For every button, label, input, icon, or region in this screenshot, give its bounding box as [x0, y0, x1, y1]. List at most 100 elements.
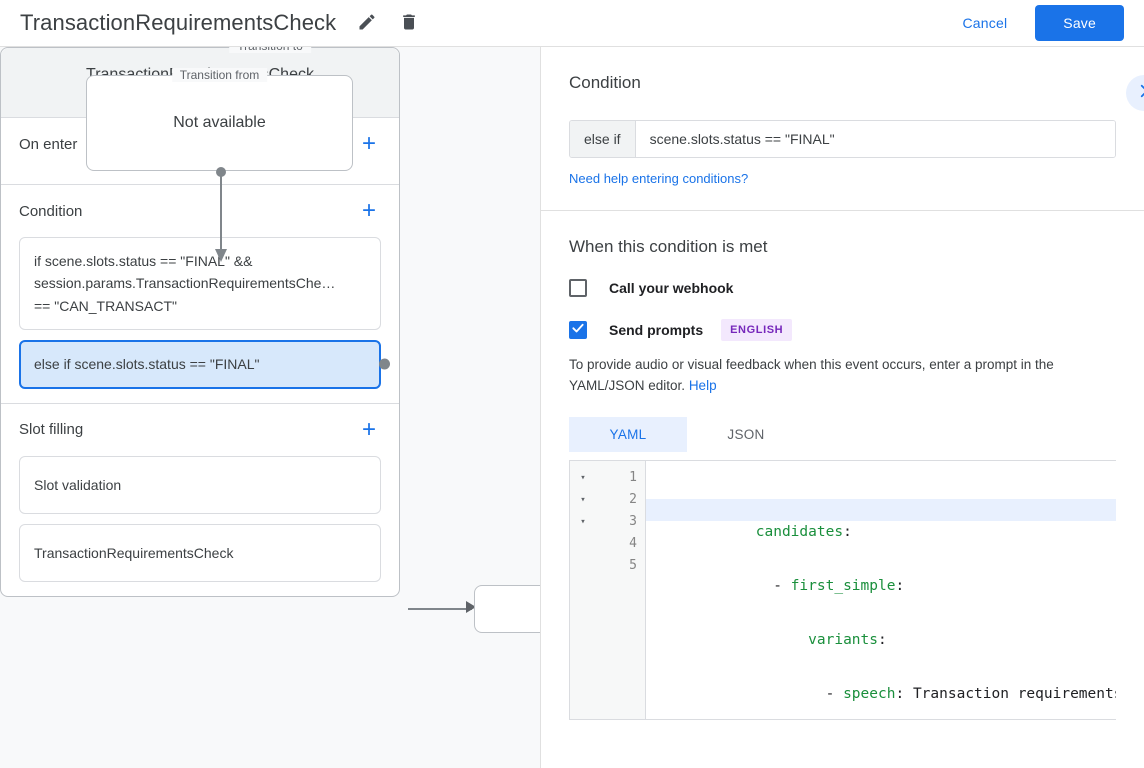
expand-panel-button[interactable]: [1126, 75, 1144, 111]
call-webhook-row[interactable]: Call your webhook: [569, 279, 1116, 297]
plus-icon-on-enter[interactable]: +: [361, 130, 376, 157]
code-line: - first_simple:: [646, 553, 1116, 594]
code-line: - speech: Transaction requirements check…: [646, 661, 1116, 702]
code-key: variants: [808, 631, 878, 648]
condition-chip[interactable]: if scene.slots.status == "FINAL" && sess…: [19, 237, 381, 331]
plus-icon-condition[interactable]: +: [361, 197, 376, 224]
code-key: speech: [843, 685, 896, 702]
section-title-condition: Condition: [19, 202, 83, 220]
code-colon: :: [878, 631, 887, 648]
need-help-conditions-link[interactable]: Need help entering conditions?: [569, 171, 749, 186]
code-editor[interactable]: ▾ 1 ▾ 2 ▾ 3 4: [569, 459, 1116, 720]
transition-from-value: Not available: [173, 114, 266, 131]
fold-toggle-icon[interactable]: ▾: [580, 472, 586, 483]
editor-code-area[interactable]: candidates: - first_simple: variants: - …: [646, 461, 1116, 719]
line-number: 4: [629, 536, 637, 552]
condition-chip-line: session.params.TransactionRequirementsCh…: [34, 275, 336, 292]
prompts-description-text: To provide audio or visual feedback when…: [569, 357, 1054, 393]
gutter-row: ▾ 2: [570, 489, 645, 511]
section-on-enter: On enter +: [1, 118, 399, 185]
gutter-row: 5: [570, 555, 645, 577]
edge-handle-dot: [379, 358, 390, 370]
fold-toggle-icon[interactable]: ▾: [580, 516, 586, 527]
details-panel: Condition else if Need help entering con…: [540, 47, 1144, 768]
graph-edge-arrowhead: [466, 601, 476, 613]
plus-icon-slot-filling[interactable]: +: [361, 415, 376, 443]
help-conditions-link-wrap: Need help entering conditions?: [569, 170, 1116, 188]
gutter-row: ▾ 1: [570, 467, 645, 489]
line-number: 5: [629, 558, 637, 574]
section-title-on-enter: On enter: [19, 135, 78, 153]
code-dash: -: [773, 577, 791, 594]
slot-filling-chip-line: Slot validation: [34, 476, 122, 493]
check-icon: [571, 321, 585, 340]
code-colon: :: [843, 523, 852, 540]
condition-met-section: When this condition is met Call your web…: [541, 211, 1144, 742]
section-header: Slot filling +: [19, 404, 381, 456]
code-indent: [756, 632, 808, 648]
target-node-card[interactable]: [474, 585, 540, 633]
call-webhook-checkbox[interactable]: [569, 279, 587, 297]
page-title: TransactionRequirementsCheck: [20, 10, 337, 35]
condition-expression-input[interactable]: [635, 121, 1115, 157]
gutter-row: ▾ 3: [570, 511, 645, 533]
cancel-button[interactable]: Cancel: [949, 6, 1022, 40]
code-line: variants:: [646, 607, 1116, 648]
tab-yaml[interactable]: YAML: [569, 416, 687, 452]
line-number: 2: [629, 492, 637, 508]
code-key: first_simple: [790, 577, 896, 594]
flow-arrow: [212, 167, 230, 267]
edit-name-button[interactable]: [352, 8, 382, 38]
slot-filling-chip-line: TransactionRequirementsCheck: [34, 544, 234, 561]
gutter-row: 4: [570, 533, 645, 555]
code-value: Transaction requirements check failed: [912, 685, 1116, 702]
fold-toggle-icon[interactable]: ▾: [580, 494, 586, 505]
section-header: On enter +: [19, 118, 381, 170]
section-condition: Condition + if scene.slots.status == "FI…: [1, 185, 399, 404]
delete-button[interactable]: [394, 8, 424, 38]
condition-chip-line: == "CAN_TRANSACT": [34, 297, 177, 314]
condition-section: Condition else if Need help entering con…: [541, 47, 1144, 210]
slot-filling-chip[interactable]: TransactionRequirementsCheck: [19, 523, 381, 583]
code-colon: :: [895, 577, 905, 594]
condition-input-row[interactable]: else if: [569, 120, 1116, 158]
chevron-right-icon: [1135, 82, 1144, 105]
graph-edge: [408, 608, 472, 610]
code-key: candidates: [755, 523, 844, 540]
condition-met-heading: When this condition is met: [569, 237, 768, 256]
trash-icon: [399, 12, 419, 35]
send-prompts-row[interactable]: Send prompts ENGLISH: [569, 319, 1116, 341]
graph-canvas[interactable]: Transition from Not available Transition…: [0, 47, 540, 768]
condition-operator: else if: [570, 121, 636, 157]
pencil-icon: [357, 12, 377, 35]
editor-format-tabs: YAML JSON: [569, 416, 1116, 452]
code-indent: [756, 578, 773, 594]
line-number: 3: [629, 514, 637, 530]
line-number: 1: [629, 470, 637, 486]
transition-to-legend: Transition to: [229, 47, 311, 53]
top-bar: TransactionRequirementsCheck Cancel Save: [0, 0, 1144, 47]
transition-from-card[interactable]: Transition from Not available: [86, 68, 353, 171]
condition-heading: Condition: [569, 73, 641, 92]
send-prompts-label: Send prompts: [609, 322, 704, 338]
slot-filling-chip[interactable]: Slot validation: [19, 455, 381, 514]
send-prompts-checkbox[interactable]: [569, 321, 587, 339]
panel-divider: [541, 210, 1144, 211]
transition-from-legend: Transition from: [171, 68, 268, 82]
section-title-slot-filling: Slot filling: [19, 421, 84, 439]
call-webhook-label: Call your webhook: [609, 280, 734, 296]
section-slot-filling: Slot filling + Slot validation Transacti…: [1, 404, 399, 597]
condition-chip-line: if scene.slots.status == "FINAL" &&: [34, 253, 253, 269]
tab-json[interactable]: JSON: [727, 426, 765, 442]
save-button[interactable]: Save: [1035, 5, 1124, 41]
prompts-description: To provide audio or visual feedback when…: [569, 355, 1116, 397]
code-indent: [756, 686, 826, 702]
section-header: Condition +: [19, 185, 381, 237]
editor-gutter: ▾ 1 ▾ 2 ▾ 3 4: [570, 460, 646, 719]
condition-chip-selected[interactable]: else if scene.slots.status == "FINAL": [19, 340, 390, 389]
help-link[interactable]: Help: [688, 377, 717, 393]
code-dash: -: [825, 685, 844, 702]
code-line: candidates:: [646, 498, 1116, 540]
condition-chip-line: else if scene.slots.status == "FINAL": [34, 356, 260, 373]
